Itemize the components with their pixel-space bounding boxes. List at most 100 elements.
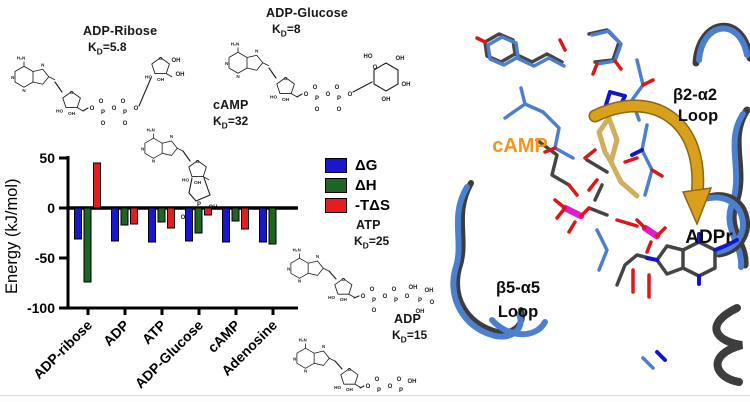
atom-label: O <box>181 215 186 221</box>
legend-label-tds: -TΔS <box>355 197 390 214</box>
atom-label: O <box>134 106 139 112</box>
molecule-adp-ribose: ADP-Ribose KD=5.8 O P O O O P O O O OH O… <box>8 24 213 127</box>
atom-label: OH <box>382 97 391 103</box>
atom-label: OH <box>425 288 434 294</box>
kd-sub: D <box>362 240 369 251</box>
bottom-divider <box>0 395 750 402</box>
kd-value: =15 <box>406 328 428 342</box>
molecule-kd: KD=25 <box>354 234 389 250</box>
atom-label: HO <box>364 54 373 60</box>
molecule-structure: O P O O O P O O OH <box>292 337 417 402</box>
camp-to-adpr-arrow <box>590 101 703 201</box>
svg-text:ADP-ribose: ADP-ribose <box>30 317 95 382</box>
molecular-overlay-illustration: β2-α2 Loop cAMP ADPr β5-α5 Loop <box>450 22 750 386</box>
atom-label: P <box>372 298 376 304</box>
atom-label: P <box>377 388 381 394</box>
molecule-title: ADP-Ribose <box>83 24 158 38</box>
chart-legend: ΔG ΔH -TΔS <box>325 156 390 216</box>
svg-text:ADP-Glucose: ADP-Glucose <box>132 317 207 392</box>
molecule-kd: KD=5.8 <box>88 40 127 56</box>
legend-label-dh: ΔH <box>355 177 377 194</box>
atom-label: O <box>397 377 402 383</box>
molecule-structure: O P O O O P O O O OH OH <box>10 55 185 127</box>
kd-sub: D <box>221 120 228 131</box>
kd-prefix: K <box>354 234 363 248</box>
atom-label: OH <box>408 379 417 385</box>
kd-value: =5.8 <box>102 40 127 54</box>
atom-label: O <box>112 106 117 112</box>
atom-label: O <box>101 121 106 127</box>
label-b2a2-line2: Loop <box>678 107 718 125</box>
atom-label: P <box>315 96 319 102</box>
label-adpr: ADPr <box>685 227 733 248</box>
legend-row-dh: ΔH <box>325 176 390 195</box>
atom-label: O <box>326 92 331 98</box>
atom-label: O <box>313 85 318 91</box>
label-b2a2-line1: β2-α2 <box>673 86 717 104</box>
atom-label: O <box>405 294 410 300</box>
svg-text:0: 0 <box>47 200 55 216</box>
atom-label: O <box>370 287 375 293</box>
atom-label: O <box>337 107 342 113</box>
label-b5a5-line1: β5-α5 <box>496 279 540 297</box>
atom-label: O <box>383 294 388 300</box>
svg-text:ADP: ADP <box>100 317 132 349</box>
molecule-title: ADP-Glucose <box>266 6 349 20</box>
atom-label: O <box>304 92 309 98</box>
molecule-structure: O P O O O P O O OH OH P O OH <box>286 247 435 315</box>
atom-label: O <box>348 92 353 98</box>
kd-sub: D <box>96 46 103 57</box>
kd-prefix: K <box>272 22 281 36</box>
structure-panel: β2-α2 Loop cAMP ADPr β5-α5 Loop <box>447 0 750 402</box>
arrow-head <box>681 187 713 226</box>
molecule-title: ADP <box>394 312 421 326</box>
legend-swatch-dg <box>325 158 347 173</box>
molecule-title: cAMP <box>213 98 249 112</box>
legend-label-dg: ΔG <box>355 157 378 174</box>
legend-swatch-dh <box>325 178 347 193</box>
atom-label: O <box>372 308 377 314</box>
atom-label: OH <box>402 82 411 88</box>
atom-label: O <box>392 287 397 293</box>
atom-label: OH <box>172 58 181 64</box>
molecule-kd: KD=15 <box>392 328 427 344</box>
legend-row-dg: ΔG <box>325 156 390 175</box>
atom-label: O <box>375 377 380 383</box>
molecule-camp: cAMP KD=32 P O OH <box>140 96 265 246</box>
atom-label: O <box>121 99 126 105</box>
molecule-adp-glucose: ADP-Glucose KD=8 O P O O O P O O O O HO … <box>222 6 427 114</box>
atom-label: O <box>430 300 435 306</box>
molecule-kd: KD=32 <box>213 114 248 130</box>
svg-text:50: 50 <box>39 150 55 166</box>
kd-prefix: K <box>213 114 222 128</box>
atom-label: O <box>315 107 320 113</box>
kd-sub: D <box>400 334 407 345</box>
atom-label: O <box>90 106 95 112</box>
atom-label: OH <box>176 72 185 78</box>
kd-prefix: K <box>88 40 97 54</box>
atom-label: OH <box>396 56 405 62</box>
svg-text:ATP: ATP <box>139 317 169 347</box>
atom-label: P <box>337 96 341 102</box>
atom-label: O <box>99 99 104 105</box>
atom-label: OH <box>416 309 425 315</box>
kd-value: =32 <box>227 114 249 128</box>
molecule-title: ATP <box>356 218 381 232</box>
atom-label: O <box>123 121 128 127</box>
molecule-structure: O P O O O P O O O O HO OH OH OH <box>224 41 411 113</box>
atom-label: P <box>394 298 398 304</box>
atom-label: O <box>366 384 371 390</box>
atom-label: P <box>197 202 201 208</box>
kd-value: =25 <box>368 234 390 248</box>
atom-label: O <box>373 65 378 71</box>
label-camp: cAMP <box>492 135 548 157</box>
atom-label: OH <box>409 285 418 291</box>
atom-label: O <box>335 85 340 91</box>
molecule-adp: ADP KD=15 O P O O O P O O OH <box>288 310 448 402</box>
atom-label: O <box>361 294 366 300</box>
kd-prefix: K <box>392 328 401 342</box>
atom-label: P <box>101 110 105 116</box>
svg-text:-100: -100 <box>27 300 55 316</box>
